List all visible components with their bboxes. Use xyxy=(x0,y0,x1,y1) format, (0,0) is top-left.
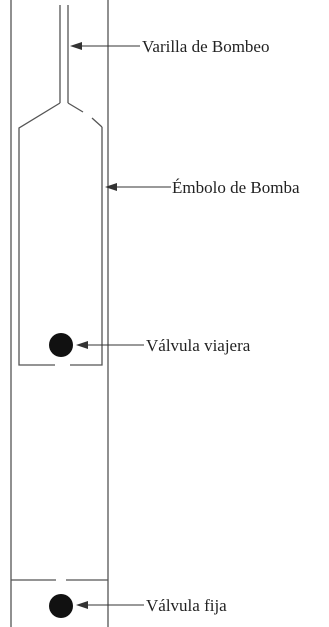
standing-valve-label: Válvula fija xyxy=(146,596,227,615)
sucker-rod xyxy=(59,5,69,103)
rod-leader-arrowhead xyxy=(70,42,82,50)
traveling-valve-ball xyxy=(49,333,73,357)
plunger-shoulder-right-lower xyxy=(91,117,103,128)
pump-barrel xyxy=(10,0,109,627)
standing-valve-leader-arrowhead xyxy=(76,601,88,609)
plunger-label: Émbolo de Bomba xyxy=(172,178,300,197)
plunger-shoulder-right xyxy=(67,102,84,113)
standing-valve-ball xyxy=(49,594,73,618)
traveling-valve-leader-arrowhead xyxy=(76,341,88,349)
pump-plunger xyxy=(18,102,103,366)
leader-lines xyxy=(70,42,171,609)
traveling-valve-label: Válvula viajera xyxy=(146,336,251,355)
plunger-leader-arrowhead xyxy=(105,183,117,191)
plunger-right-outline xyxy=(70,127,103,366)
rod-label: Varilla de Bombeo xyxy=(142,37,269,56)
plunger-left-outline xyxy=(18,102,61,366)
